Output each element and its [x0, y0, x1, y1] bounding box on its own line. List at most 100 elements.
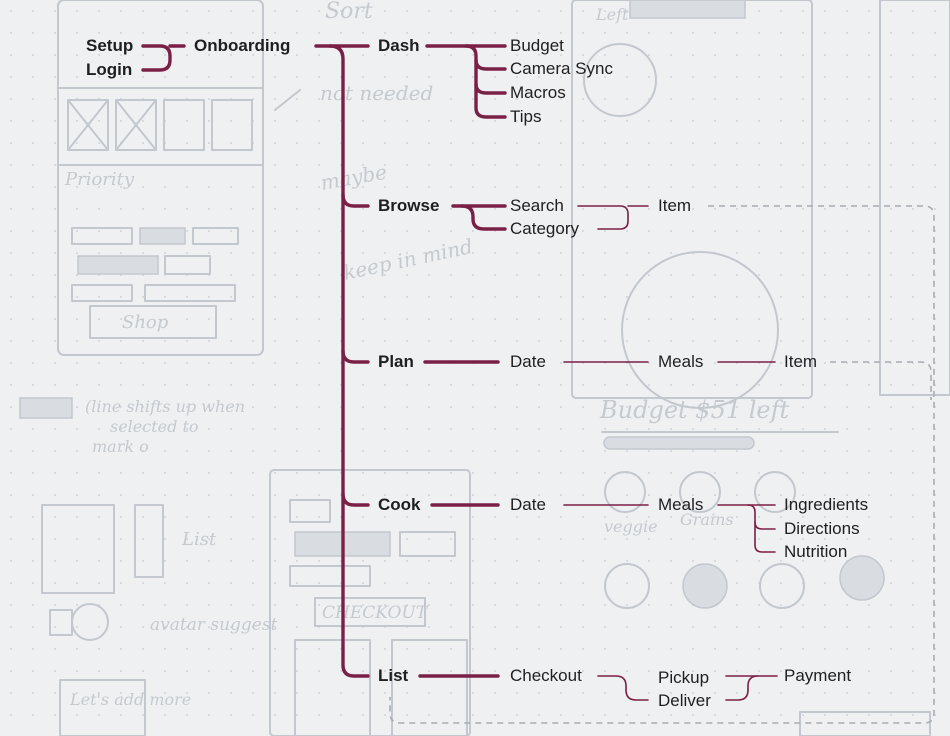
node-setup[interactable]: Setup	[86, 36, 134, 55]
sketch-box	[139, 227, 186, 245]
sketch-text: List	[181, 529, 217, 550]
sketch-box	[77, 255, 159, 275]
dashed-connector-plan-item	[830, 361, 932, 400]
sketch-circle	[839, 555, 885, 601]
node-browse-item[interactable]: Item	[658, 196, 692, 215]
sketch-box	[629, 0, 746, 19]
node-cook-meals[interactable]: Meals	[658, 495, 704, 514]
sketch-box	[71, 284, 133, 302]
node-plan-date[interactable]: Date	[510, 352, 546, 371]
sketch-phone-frame	[269, 469, 471, 736]
node-nutrition[interactable]: Nutrition	[784, 542, 848, 561]
sketch-text: Left	[595, 5, 629, 24]
connector-camera-sync	[474, 58, 507, 71]
sketch-box	[134, 504, 164, 578]
connector-macros	[474, 82, 507, 95]
sketch-text: Shop	[122, 312, 169, 333]
sketch-box	[144, 284, 236, 302]
sketch-box	[211, 99, 253, 151]
sketch-box	[71, 227, 133, 245]
sketch-box	[399, 531, 456, 557]
node-category[interactable]: Category	[510, 219, 579, 238]
sketch-phone-frame	[571, 0, 813, 399]
sketch-progress	[603, 436, 755, 450]
sketch-box	[59, 679, 146, 736]
node-plan[interactable]: Plan	[378, 352, 414, 371]
sketch-circle	[621, 251, 779, 409]
sketch-box	[391, 639, 468, 736]
sketch-circle	[604, 563, 650, 609]
node-cook[interactable]: Cook	[378, 495, 421, 514]
sketch-text: avatar suggest	[150, 615, 278, 635]
sketch-text: Sort	[325, 0, 373, 24]
sketch-box	[294, 639, 371, 736]
sketch-text: not needed	[320, 81, 433, 105]
sketch-text: selected to	[110, 417, 199, 436]
connector-category	[460, 204, 507, 231]
node-plan-meals[interactable]: Meals	[658, 352, 704, 371]
sketch-circle	[604, 471, 646, 513]
sketch-box	[67, 99, 109, 151]
node-cook-date[interactable]: Date	[510, 495, 546, 514]
sketch-text: CHECKOUT	[322, 603, 429, 623]
node-ingredients[interactable]: Ingredients	[784, 495, 869, 514]
sketch-text: mark o	[92, 437, 149, 456]
connector-dash-children	[464, 44, 507, 119]
connector-deliver-payment	[725, 675, 759, 701]
node-payment[interactable]: Payment	[784, 666, 852, 685]
sketch-box	[41, 504, 115, 594]
sketch-arrow	[274, 89, 301, 111]
connector-search-category-item	[577, 205, 629, 230]
sketch-box	[164, 255, 211, 275]
node-tips[interactable]: Tips	[510, 107, 542, 126]
node-deliver[interactable]: Deliver	[658, 691, 711, 710]
sketch-text: Grains	[680, 510, 734, 529]
sketch-circle	[583, 43, 657, 117]
node-macros[interactable]: Macros	[510, 83, 566, 102]
sketch-text: Let's add more	[69, 690, 191, 709]
sketch-box	[89, 305, 217, 339]
sketch-box	[19, 397, 73, 419]
dashed-connector-item-to-list	[389, 205, 935, 724]
connector-plan	[341, 349, 370, 364]
sketch-text: Budget $51 left	[599, 396, 789, 424]
sketch-box	[799, 711, 931, 736]
node-browse[interactable]: Browse	[378, 196, 440, 215]
node-camera-sync[interactable]: Camera Sync	[510, 59, 613, 78]
sketch-circle	[759, 563, 805, 609]
connector-setup-login	[141, 44, 172, 72]
node-onboarding[interactable]: Onboarding	[194, 36, 291, 55]
sketch-text: Priority	[64, 169, 135, 190]
sketch-box	[115, 99, 157, 151]
sketch-line	[67, 99, 109, 151]
sketch-box	[163, 99, 205, 151]
node-directions[interactable]: Directions	[784, 519, 860, 538]
connector-browse	[341, 193, 370, 208]
sketch-circle	[679, 471, 721, 513]
node-dash[interactable]: Dash	[378, 36, 420, 55]
sketch-phone-frame	[57, 0, 264, 356]
sketch-box	[192, 227, 239, 245]
node-search[interactable]: Search	[510, 196, 564, 215]
sketch-circle	[71, 603, 109, 641]
sketch-line	[115, 99, 157, 151]
main-spine	[328, 44, 370, 678]
node-budget[interactable]: Budget	[510, 36, 564, 55]
sketch-box	[289, 499, 331, 523]
connector-checkout-deliver	[597, 675, 649, 701]
connector-cook	[341, 492, 370, 507]
connector-cook-details	[747, 504, 776, 553]
node-login[interactable]: Login	[86, 60, 133, 79]
sketch-box	[289, 565, 371, 587]
node-list[interactable]: List	[378, 666, 409, 685]
sketch-text: (line shifts up when	[85, 397, 245, 416]
node-plan-item[interactable]: Item	[784, 352, 818, 371]
node-pickup[interactable]: Pickup	[658, 668, 710, 687]
sketch-text: veggie	[604, 517, 658, 536]
sketch-circle	[754, 471, 796, 513]
sketch-circle	[682, 563, 728, 609]
node-checkout[interactable]: Checkout	[510, 666, 582, 685]
sketch-box	[314, 597, 426, 627]
